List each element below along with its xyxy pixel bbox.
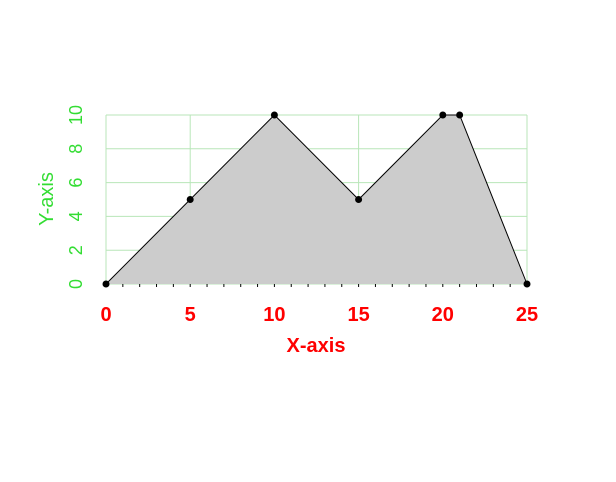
- x-tick-label: 25: [516, 304, 538, 326]
- y-tick-label: 8: [66, 144, 86, 154]
- y-tick-label: 2: [66, 245, 86, 255]
- x-axis-title: X-axis: [287, 335, 346, 357]
- x-tick-label: 5: [185, 304, 196, 326]
- data-point: [456, 111, 464, 119]
- y-tick-label: 10: [66, 105, 86, 125]
- y-tick-label: 6: [66, 178, 86, 188]
- y-axis-title: Y-axis: [36, 172, 58, 226]
- area-fill: [106, 115, 527, 284]
- y-tick-label: 4: [66, 211, 86, 221]
- y-axis: 0 2 4 6 8 10: [66, 105, 86, 289]
- data-point: [270, 111, 278, 119]
- x-tick-label: 15: [347, 304, 369, 326]
- data-point: [355, 196, 363, 203]
- x-axis: 0 5 10 15 20 25: [100, 284, 538, 326]
- data-point: [186, 196, 194, 203]
- data-points: [102, 111, 531, 288]
- x-tick-label: 20: [432, 304, 454, 326]
- y-tick-label: 0: [66, 279, 86, 289]
- x-tick-label: 10: [263, 304, 285, 326]
- data-point: [102, 280, 110, 288]
- data-point: [523, 280, 531, 288]
- data-point: [439, 111, 447, 119]
- x-tick-label: 0: [100, 304, 111, 326]
